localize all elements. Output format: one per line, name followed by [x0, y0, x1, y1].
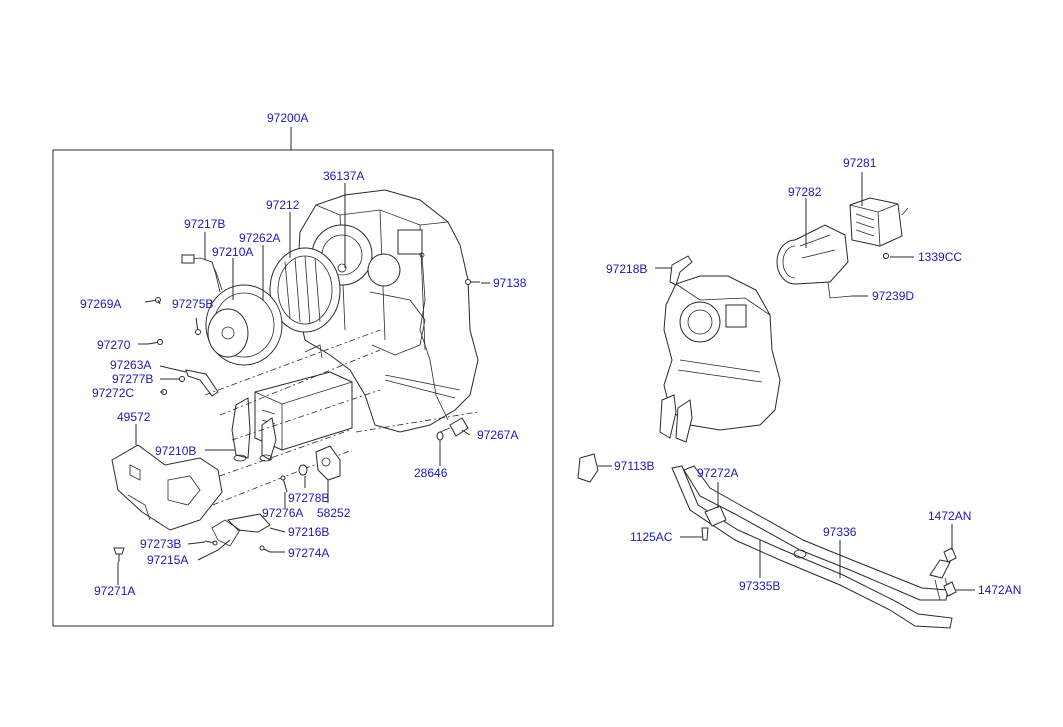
leader-lines — [117, 172, 975, 591]
label-97216B[interactable]: 97216B — [288, 525, 329, 539]
label-97275B[interactable]: 97275B — [172, 297, 213, 311]
label-28646[interactable]: 28646 — [414, 466, 448, 480]
label-97113B[interactable]: 97113B — [614, 459, 654, 473]
label-97218B[interactable]: 97218B — [606, 262, 647, 276]
label-97138[interactable]: 97138 — [493, 276, 527, 290]
label-97215A[interactable]: 97215A — [147, 553, 188, 567]
label-1472AN-bottom[interactable]: 1472AN — [978, 583, 1021, 597]
label-49572[interactable]: 49572 — [117, 410, 151, 424]
label-97272C[interactable]: 97272C — [92, 386, 134, 400]
label-97336[interactable]: 97336 — [823, 525, 857, 539]
label-97270[interactable]: 97270 — [97, 338, 131, 352]
label-97212[interactable]: 97212 — [266, 198, 300, 212]
heater-housing-drawing — [111, 189, 480, 562]
label-97239D[interactable]: 97239D — [872, 289, 914, 303]
label-97274A[interactable]: 97274A — [288, 546, 329, 560]
label-97200A[interactable]: 97200A — [267, 111, 308, 125]
label-97272A[interactable]: 97272A — [697, 466, 738, 480]
part-labels: 97200A 36137A 97212 97217B 97262A 97210A… — [80, 111, 1021, 598]
label-97281[interactable]: 97281 — [843, 156, 877, 170]
label-58252[interactable]: 58252 — [317, 506, 351, 520]
label-1125AC[interactable]: 1125AC — [630, 530, 673, 544]
label-97271A[interactable]: 97271A — [94, 584, 135, 598]
label-97267A[interactable]: 97267A — [477, 428, 518, 442]
label-97282[interactable]: 97282 — [788, 185, 822, 199]
label-97210A[interactable]: 97210A — [212, 245, 253, 259]
label-97276A[interactable]: 97276A — [262, 506, 303, 520]
label-97277B[interactable]: 97277B — [112, 372, 153, 386]
label-97217B[interactable]: 97217B — [184, 217, 225, 231]
label-1339CC[interactable]: 1339CC — [918, 250, 962, 264]
label-36137A[interactable]: 36137A — [323, 169, 364, 183]
label-97273B[interactable]: 97273B — [140, 537, 181, 551]
label-97278B[interactable]: 97278B — [288, 491, 329, 505]
label-97335B[interactable]: 97335B — [739, 579, 780, 593]
assembly-frame — [52, 149, 554, 627]
label-97269A[interactable]: 97269A — [80, 297, 121, 311]
label-1472AN-top[interactable]: 1472AN — [928, 509, 971, 523]
rear-heater-drawing — [577, 197, 957, 629]
label-97263A[interactable]: 97263A — [110, 358, 151, 372]
label-97262A[interactable]: 97262A — [239, 231, 280, 245]
label-97210B[interactable]: 97210B — [155, 444, 196, 458]
